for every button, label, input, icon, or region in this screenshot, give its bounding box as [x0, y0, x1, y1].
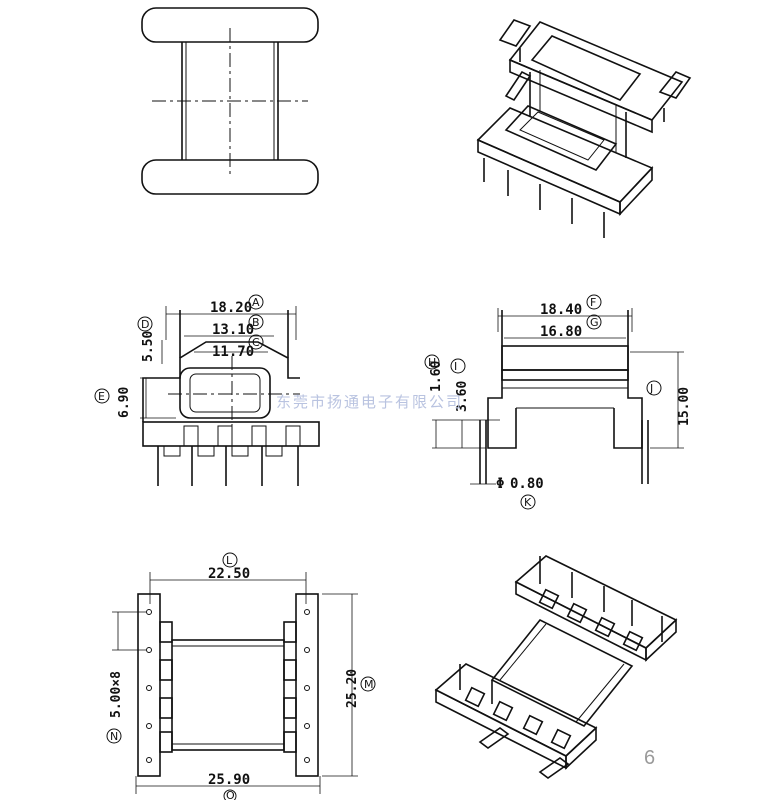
dim-n-label: N [110, 730, 118, 743]
isometric-view-bottom [434, 555, 678, 779]
dim-e-value: 6.90 [117, 387, 132, 418]
dim-a-value: 18.20 [210, 300, 252, 316]
isometric-view-top [476, 19, 692, 238]
dim-a-label: A [252, 296, 260, 309]
bottom-view: 22.50 L M 25.20 5.00×8 N 25.90 O [106, 552, 376, 800]
dim-c-value: 11.70 [212, 344, 254, 360]
dim-b-value: 13.10 [212, 322, 254, 338]
dim-h-value: 1.60 [429, 361, 444, 392]
dim-d-label: D [141, 318, 149, 331]
dim-g-value: 16.80 [540, 324, 582, 340]
dim-h-label: H [428, 356, 436, 369]
dim-g-label: G [590, 316, 599, 329]
dim-o-value: 25.90 [208, 772, 250, 788]
company-watermark: 东莞市扬通电子有限公司 [276, 393, 463, 411]
dim-k-label: K [524, 496, 532, 509]
dim-m-value: 25.20 [345, 669, 360, 708]
dim-i-value: 3.60 [455, 381, 470, 412]
dim-c-label: C [252, 336, 260, 349]
dim-j-label: J [649, 382, 653, 395]
dim-i-label: I [454, 360, 457, 373]
dim-l-label: L [226, 554, 233, 567]
dim-m-label: M [364, 678, 374, 691]
dim-o-label: O [226, 789, 235, 800]
side-view: 18.40 F 16.80 G H 1.60 I 3.60 J 15.00 Φ … [424, 294, 692, 510]
dim-f-label: F [590, 296, 596, 309]
dim-j-value: 15.00 [677, 387, 692, 426]
dim-l-value: 22.50 [208, 566, 250, 582]
page-number: 6 [644, 747, 655, 769]
front-view: 18.20 A 13.10 B 11.70 C D 5.50 E 6.90 [94, 294, 320, 486]
dim-f-value: 18.40 [540, 302, 582, 318]
dim-d-value: 5.50 [141, 331, 156, 362]
dim-e-label: E [98, 390, 105, 403]
dim-b-label: B [252, 316, 260, 329]
dim-k-value: 0.80 [510, 476, 544, 492]
top-view [141, 7, 319, 195]
dim-k-prefix: Φ [496, 476, 504, 492]
dim-n-value: 5.00×8 [109, 671, 124, 718]
